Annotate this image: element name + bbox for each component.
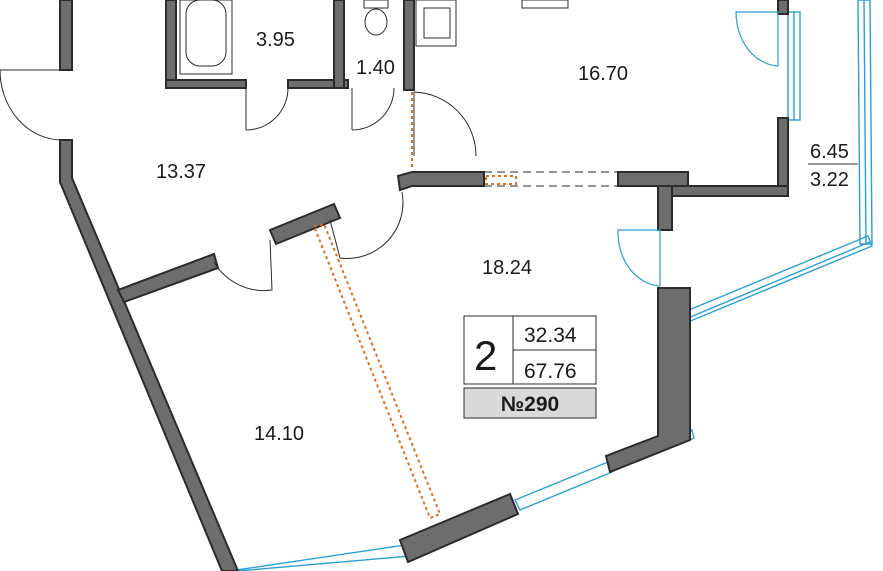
balcony-area-full-label: 6.45 bbox=[810, 141, 849, 163]
balcony-glazing-right-line bbox=[863, 0, 867, 245]
door-balcony-kitchen bbox=[735, 11, 779, 67]
wall-bath-left bbox=[165, 0, 177, 89]
toilet-tank bbox=[363, 0, 389, 9]
living-area-label: 18.24 bbox=[482, 257, 532, 279]
toilet bbox=[364, 8, 388, 36]
wall-bottom-mid bbox=[398, 492, 520, 564]
fixtures bbox=[179, 0, 569, 75]
bathtub-inner bbox=[185, 0, 227, 67]
kitchen-area-label: 16.70 bbox=[578, 63, 628, 85]
wall-balcony-corner bbox=[659, 185, 789, 231]
walls bbox=[59, 0, 789, 571]
wall-living-right bbox=[657, 185, 673, 231]
partition-hatch-short bbox=[485, 175, 517, 185]
sink bbox=[415, 0, 457, 47]
door-bedroom bbox=[213, 239, 273, 292]
bedroom-area-label: 14.10 bbox=[254, 423, 304, 445]
wall-corridor-right bbox=[617, 171, 689, 187]
hall-area-label: 13.37 bbox=[156, 161, 206, 183]
room-labels: 3.95 1.40 16.70 13.37 18.24 14.10 6.45 3… bbox=[156, 29, 858, 445]
bathtub bbox=[179, 0, 233, 75]
balcony-glazing-line bbox=[687, 241, 871, 319]
door-wc bbox=[351, 87, 395, 131]
wall-left-diagonal bbox=[59, 139, 240, 571]
apartment-info: 2 32.34 67.76 №290 bbox=[463, 315, 597, 419]
wall-bath-bottom bbox=[165, 79, 247, 89]
rooms-count: 2 bbox=[474, 332, 497, 379]
bathroom-area-label: 3.95 bbox=[256, 29, 295, 51]
apartment-number: №290 bbox=[501, 393, 559, 416]
door-living bbox=[329, 191, 404, 259]
door-bath bbox=[245, 87, 289, 131]
wall-left-top bbox=[59, 0, 73, 71]
door-entrance bbox=[0, 69, 63, 141]
doors bbox=[0, 11, 779, 292]
wall-kitchen-right-top bbox=[777, 0, 789, 15]
window-bottom-left bbox=[229, 544, 412, 571]
toilet-area-label: 1.40 bbox=[356, 57, 395, 79]
balcony-glazing-right bbox=[857, 0, 873, 245]
wall-bath-bottom-right bbox=[287, 79, 349, 89]
door-kitchen bbox=[413, 91, 477, 157]
stove bbox=[521, 0, 569, 9]
balcony-area-reduced-label: 3.22 bbox=[810, 169, 849, 191]
balcony-glazing-bottom bbox=[683, 235, 873, 323]
wall-bedroom-top bbox=[116, 252, 220, 304]
wall-bedroom-door bbox=[268, 202, 342, 246]
sink-basin bbox=[423, 7, 451, 39]
total-area-value: 67.76 bbox=[524, 360, 577, 383]
partitions bbox=[312, 92, 618, 520]
wall-bath-divider bbox=[333, 0, 345, 89]
partition-hatch-bedroom bbox=[312, 222, 442, 520]
door-balcony-living bbox=[617, 229, 661, 287]
living-area-value: 32.34 bbox=[524, 324, 577, 347]
apartment-number-badge bbox=[463, 387, 597, 419]
wall-wc-right bbox=[403, 0, 415, 91]
wall-living-right-lower bbox=[604, 287, 691, 474]
window-bottom-mid bbox=[514, 461, 613, 511]
wall-corridor bbox=[396, 171, 485, 192]
wall-kitchen-right bbox=[777, 117, 789, 197]
